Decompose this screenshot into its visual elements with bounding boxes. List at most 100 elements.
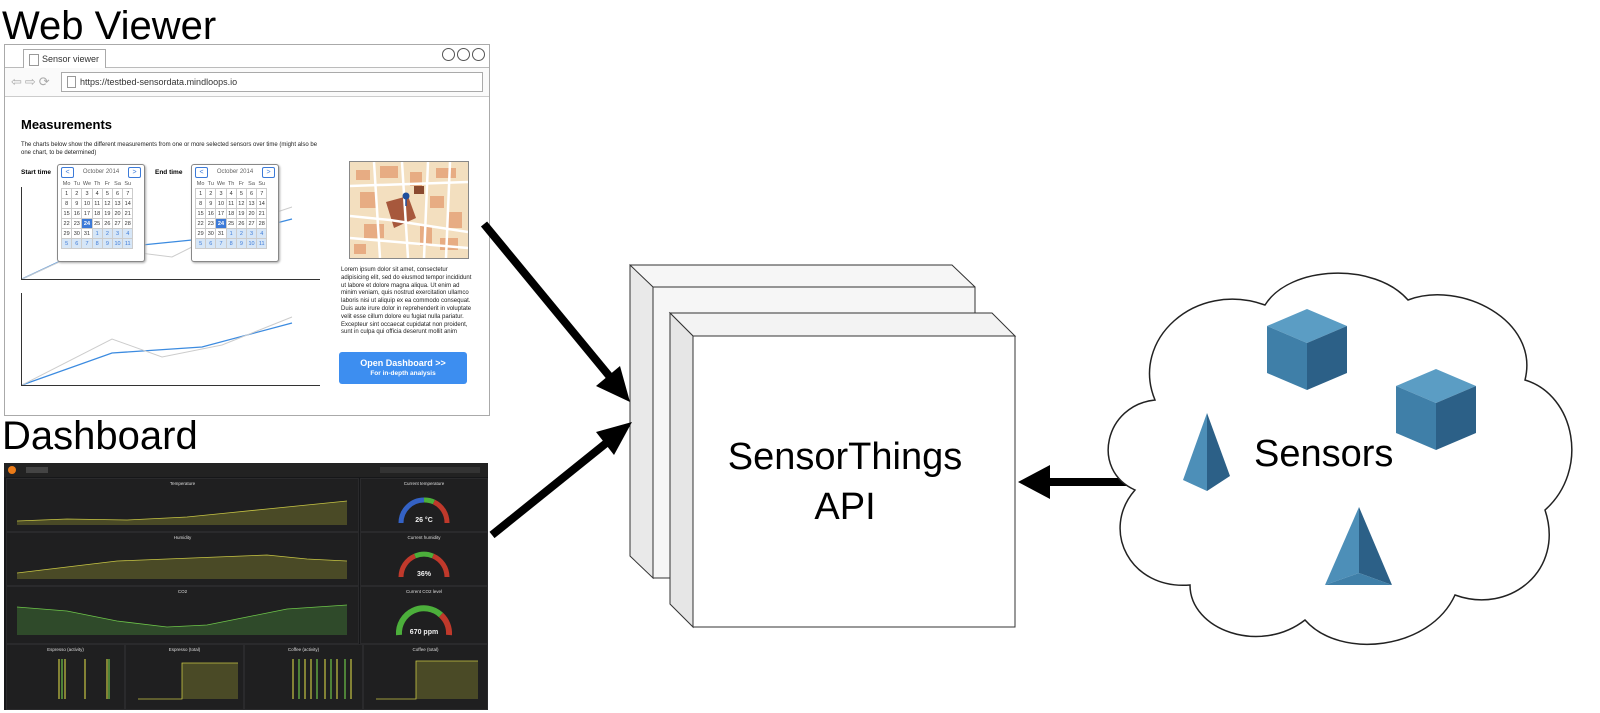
calendar-day[interactable]: 9 (205, 198, 217, 209)
calendar-day[interactable]: 6 (71, 238, 83, 249)
calendar-day[interactable]: 3 (111, 228, 124, 239)
calendar-day[interactable]: 7 (122, 188, 134, 199)
calendar-day[interactable]: 9 (71, 198, 83, 209)
calendar-day[interactable]: 23 (205, 218, 217, 229)
calendar-day[interactable]: 5 (101, 188, 113, 199)
calendar-day[interactable]: 2 (101, 228, 113, 239)
calendar-day[interactable]: 27 (111, 218, 124, 229)
prev-month-icon[interactable]: < (61, 167, 74, 178)
window-button-icon[interactable] (442, 48, 455, 61)
time-range-picker[interactable] (380, 467, 480, 473)
calendar-day[interactable]: 13 (111, 198, 124, 209)
calendar-day[interactable]: 7 (256, 188, 268, 199)
espresso-total-panel[interactable]: Espresso (total) (125, 644, 244, 710)
calendar-day[interactable]: 3 (245, 228, 258, 239)
calendar-day[interactable]: 30 (71, 228, 83, 239)
calendar-day[interactable]: 19 (235, 208, 247, 219)
next-month-icon[interactable]: > (262, 167, 275, 178)
calendar-day[interactable]: 22 (60, 218, 73, 229)
calendar-day[interactable]: 17 (215, 208, 227, 219)
calendar-day[interactable]: 2 (71, 188, 83, 199)
calendar-day[interactable]: 2 (205, 188, 217, 199)
calendar-day[interactable]: 20 (111, 208, 124, 219)
calendar-day[interactable]: 21 (256, 208, 268, 219)
calendar-day[interactable]: 16 (71, 208, 83, 219)
calendar-day[interactable]: 3 (215, 188, 227, 199)
calendar-day[interactable]: 11 (91, 198, 103, 209)
calendar-day[interactable]: 6 (205, 238, 217, 249)
calendar-day[interactable]: 1 (194, 188, 207, 199)
current-humidity-panel[interactable]: Current humidity 36% (360, 532, 488, 586)
calendar-day[interactable]: 29 (60, 228, 73, 239)
calendar-day[interactable]: 7 (215, 238, 227, 249)
calendar-day[interactable]: 11 (225, 198, 237, 209)
temperature-panel[interactable]: Temperature (6, 478, 359, 532)
coffee-total-panel[interactable]: Coffee (total) (363, 644, 488, 710)
calendar-day[interactable]: 6 (245, 188, 258, 199)
window-button-icon[interactable] (457, 48, 470, 61)
calendar-day[interactable]: 5 (194, 238, 207, 249)
calendar-day[interactable]: 11 (256, 238, 268, 249)
calendar-day[interactable]: 10 (81, 198, 93, 209)
calendar-day[interactable]: 26 (235, 218, 247, 229)
calendar-day[interactable]: 17 (81, 208, 93, 219)
current-temperature-panel[interactable]: Current temperature 26 °C (360, 478, 488, 532)
calendar-day[interactable]: 15 (194, 208, 207, 219)
coffee-activity-panel[interactable]: Coffee (activity) (244, 644, 363, 710)
calendar-day[interactable]: 12 (235, 198, 247, 209)
calendar-day[interactable]: 19 (101, 208, 113, 219)
calendar-day[interactable]: 26 (101, 218, 113, 229)
url-field[interactable]: https://testbed-sensordata.mindloops.io (61, 72, 483, 92)
calendar-day[interactable]: 14 (256, 198, 268, 209)
calendar-day[interactable]: 29 (194, 228, 207, 239)
calendar-day[interactable]: 12 (101, 198, 113, 209)
calendar-day[interactable]: 10 (111, 238, 124, 249)
calendar-day[interactable]: 11 (122, 238, 134, 249)
calendar-day[interactable]: 14 (122, 198, 134, 209)
calendar-day[interactable]: 10 (215, 198, 227, 209)
calendar-day[interactable]: 7 (81, 238, 93, 249)
calendar-day[interactable]: 30 (205, 228, 217, 239)
calendar-day[interactable]: 25 (91, 218, 103, 229)
humidity-panel[interactable]: Humidity (6, 532, 359, 586)
calendar-day[interactable]: 22 (194, 218, 207, 229)
calendar-day[interactable]: 15 (60, 208, 73, 219)
calendar-day[interactable]: 8 (60, 198, 73, 209)
calendar-day[interactable]: 24 (215, 218, 227, 229)
nav-arrows-icon[interactable]: ⇦⇨⟳ (11, 74, 53, 89)
calendar-day[interactable]: 10 (245, 238, 258, 249)
calendar-day[interactable]: 31 (215, 228, 227, 239)
calendar-day[interactable]: 24 (81, 218, 93, 229)
calendar-day[interactable]: 23 (71, 218, 83, 229)
open-dashboard-button[interactable]: Open Dashboard >> For in-depth analysis (339, 352, 467, 384)
calendar-day[interactable]: 16 (205, 208, 217, 219)
calendar-day[interactable]: 2 (235, 228, 247, 239)
browser-tab[interactable]: Sensor viewer (23, 49, 107, 68)
calendar-day[interactable]: 3 (81, 188, 93, 199)
calendar-day[interactable]: 8 (194, 198, 207, 209)
map-view[interactable] (349, 161, 469, 259)
calendar-day[interactable]: 9 (101, 238, 113, 249)
calendar-day[interactable]: 13 (245, 198, 258, 209)
calendar-day[interactable]: 18 (225, 208, 237, 219)
calendar-day[interactable]: 6 (111, 188, 124, 199)
prev-month-icon[interactable]: < (195, 167, 208, 178)
calendar-day[interactable]: 25 (225, 218, 237, 229)
calendar-day[interactable]: 4 (225, 188, 237, 199)
co2-panel[interactable]: CO2 (6, 586, 359, 644)
espresso-activity-panel[interactable]: Espresso (activity) (6, 644, 125, 710)
calendar-day[interactable]: 31 (81, 228, 93, 239)
calendar-day[interactable]: 5 (235, 188, 247, 199)
calendar-day[interactable]: 8 (225, 238, 237, 249)
calendar-day[interactable]: 1 (225, 228, 237, 239)
calendar-day[interactable]: 1 (60, 188, 73, 199)
calendar-day[interactable]: 18 (91, 208, 103, 219)
calendar-day[interactable]: 20 (245, 208, 258, 219)
calendar-day[interactable]: 28 (122, 218, 134, 229)
calendar-day[interactable]: 9 (235, 238, 247, 249)
calendar-day[interactable]: 28 (256, 218, 268, 229)
calendar-day[interactable]: 4 (91, 188, 103, 199)
next-month-icon[interactable]: > (128, 167, 141, 178)
calendar-day[interactable]: 4 (256, 228, 268, 239)
